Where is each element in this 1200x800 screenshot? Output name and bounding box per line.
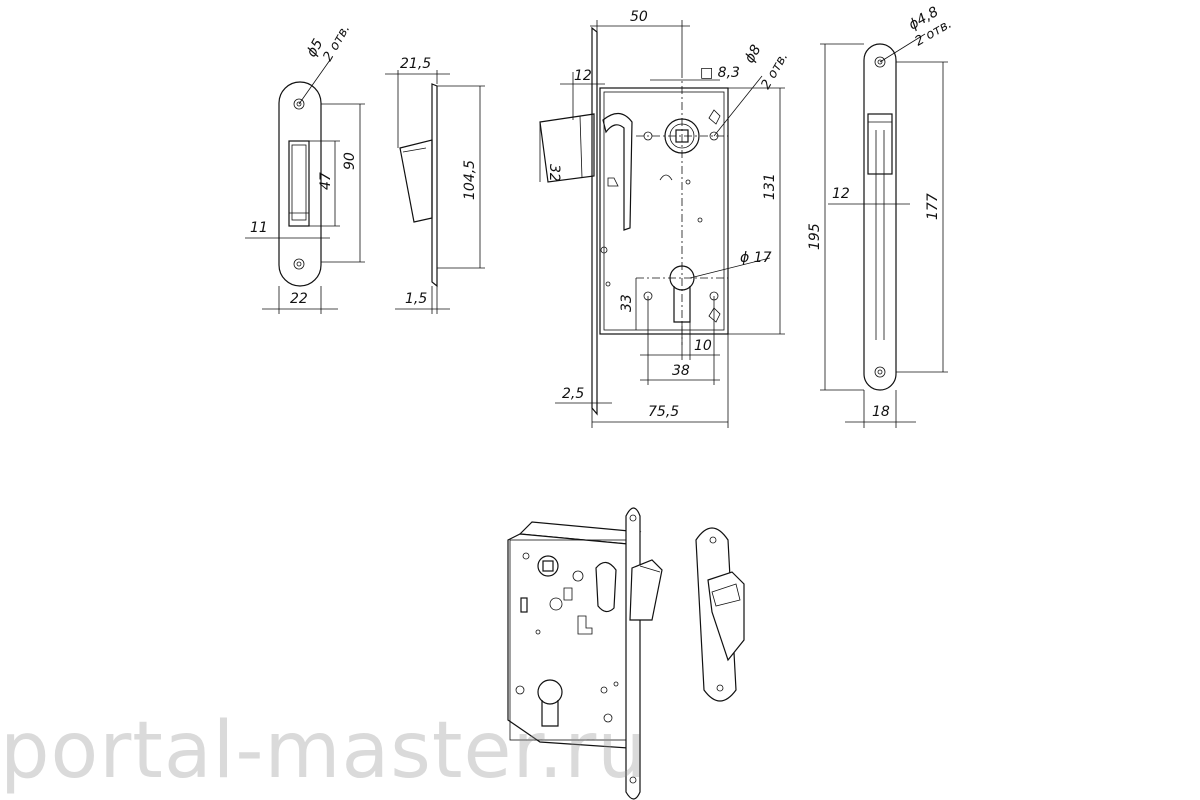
dim-width-11: 11 <box>250 220 268 236</box>
lock-body-isometric-view <box>507 507 663 800</box>
dim-hole-dia-5: ϕ5 <box>304 36 327 60</box>
dim-width-21-5: 21,5 <box>400 56 431 72</box>
dim-height-177: 177 <box>925 193 941 220</box>
strike-plate-front-view <box>245 59 365 314</box>
faceplate-side-view <box>820 33 948 428</box>
dim-height-104-5: 104,5 <box>462 160 478 200</box>
dim-width-22: 22 <box>290 291 308 307</box>
dim-two-holes-a: 2 отв. <box>320 22 353 64</box>
dim-width-38: 38 <box>672 363 690 379</box>
dim-height-195: 195 <box>807 223 823 250</box>
dim-width-12-top: 12 <box>574 68 592 84</box>
dim-two-holes-b: 2 отв. <box>758 50 791 92</box>
dim-width-2-5: 2,5 <box>562 386 584 402</box>
dim-square-8-3: □ 8,3 <box>700 65 740 81</box>
dim-width-18: 18 <box>872 404 890 420</box>
dim-height-90: 90 <box>342 152 358 170</box>
dim-width-10: 10 <box>694 338 712 354</box>
dim-height-47: 47 <box>318 172 334 190</box>
dim-width-50: 50 <box>630 9 648 25</box>
dim-height-131: 131 <box>762 173 778 200</box>
dim-dia-8: ϕ8 <box>742 42 765 66</box>
dim-width-1-5: 1,5 <box>405 291 427 307</box>
dim-dia-17: ϕ 17 <box>740 250 772 266</box>
dim-height-33: 33 <box>619 294 635 312</box>
lock-body-front-view <box>539 20 785 428</box>
dim-height-32: 32 <box>546 164 562 182</box>
watermark: portal-master.ru <box>0 706 648 796</box>
dim-width-75-5: 75,5 <box>648 404 679 420</box>
dim-width-12-plate: 12 <box>832 186 850 202</box>
strike-plate-isometric-view <box>695 527 745 702</box>
strike-plate-side-view <box>385 70 485 314</box>
